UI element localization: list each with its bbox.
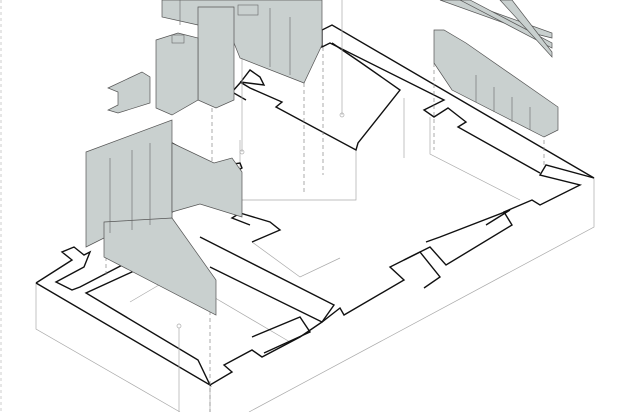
marker-dot <box>339 112 345 118</box>
kitchen-tall-column <box>197 6 235 109</box>
furniture <box>85 0 559 316</box>
top-right-shelf-3 <box>499 0 553 58</box>
top-right-shelf-2 <box>459 0 553 49</box>
marker-dot <box>239 149 245 155</box>
long-partition-wall <box>103 217 217 316</box>
sink-icon <box>171 34 185 44</box>
cooktop-icon <box>237 4 259 16</box>
sink-counter <box>155 32 199 116</box>
furniture-details <box>109 0 531 233</box>
right-low-cabinet <box>433 29 559 138</box>
marker-dot <box>176 323 182 329</box>
curved-shelf-panel <box>171 142 243 218</box>
side-shelf <box>107 71 151 114</box>
